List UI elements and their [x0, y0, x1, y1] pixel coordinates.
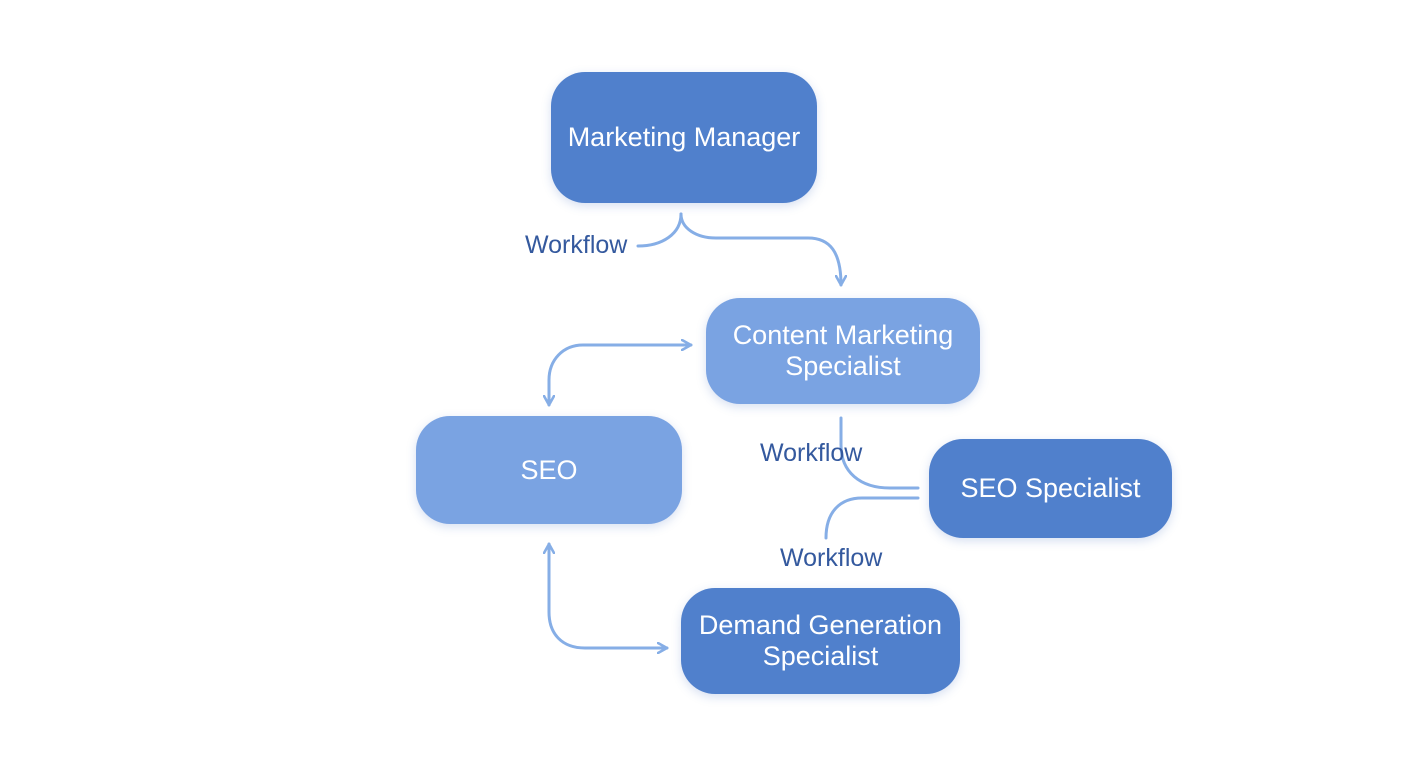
node-seo[interactable]: SEO [416, 416, 682, 524]
connector-mm-to-cms [679, 212, 841, 287]
node-content-marketing-specialist[interactable]: Content Marketing Specialist [706, 298, 980, 404]
node-demand-generation-specialist[interactable]: Demand Generation Specialist [681, 588, 960, 694]
edge-label-workflow: Workflow [780, 544, 883, 572]
edge-label-workflow: Workflow [760, 439, 863, 467]
node-seo-specialist[interactable]: SEO Specialist [929, 439, 1172, 538]
edge-label-workflow: Workflow [525, 231, 628, 259]
connector-workflow-stub-1 [636, 212, 683, 248]
connector-seo-dgs [549, 542, 669, 648]
node-label: SEO Specialist [960, 473, 1141, 503]
connector-cms-seos [839, 416, 920, 490]
node-label: Marketing Manager [567, 122, 801, 152]
node-marketing-manager[interactable]: Marketing Manager [551, 72, 817, 203]
connector-seos-dgs [824, 496, 920, 540]
node-label: Demand Generation Specialist [698, 610, 943, 671]
node-label: Content Marketing Specialist [732, 320, 954, 381]
node-label: SEO [520, 454, 578, 485]
connector-cms-seo [549, 345, 693, 407]
